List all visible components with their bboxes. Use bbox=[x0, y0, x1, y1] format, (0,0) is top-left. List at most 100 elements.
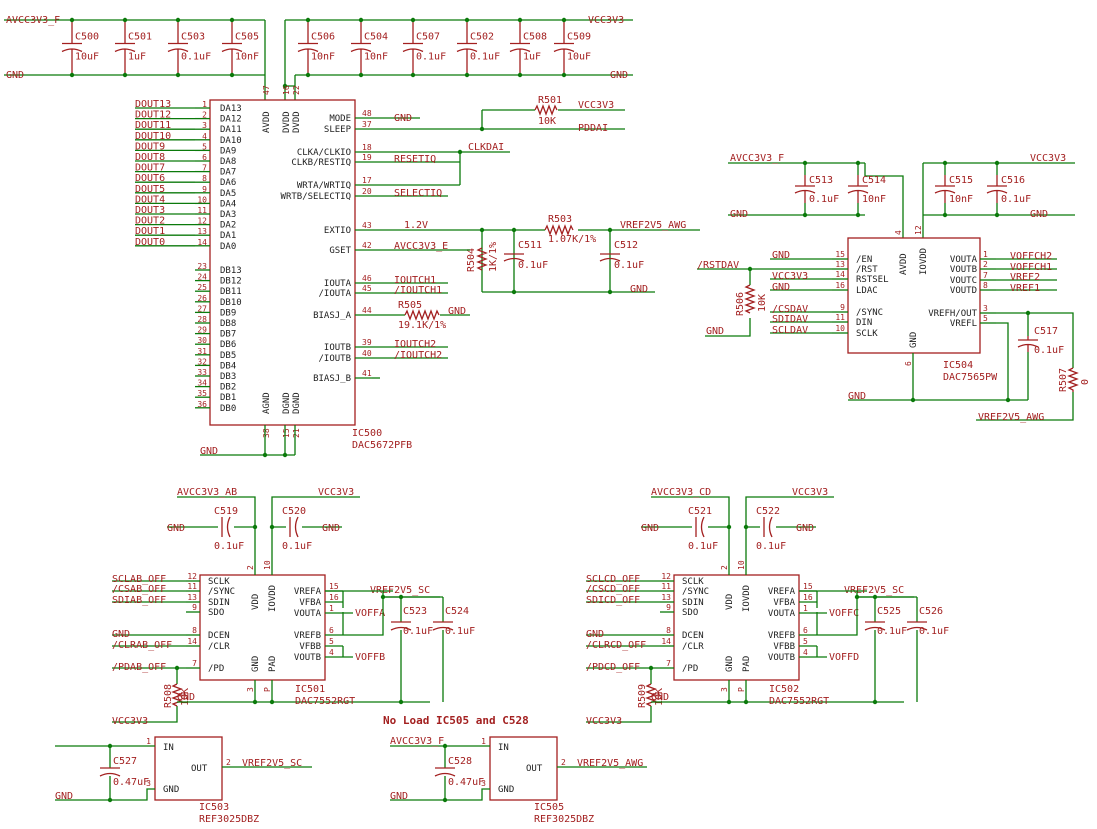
net-label-cscdoff: /CSCD_OFF bbox=[586, 584, 640, 595]
cap-c507-ref: C507 bbox=[416, 32, 440, 43]
resistor-symbol bbox=[171, 683, 183, 707]
ic504-pin-vrefhout: VREFH/OUT bbox=[928, 309, 977, 319]
ic501-body bbox=[199, 574, 326, 681]
junction-dot bbox=[726, 524, 732, 530]
ic501-pin-clr: /CLR bbox=[208, 642, 230, 652]
ic502-pin-vfba: VFBA bbox=[773, 598, 795, 608]
ic504-pin-num: 4 bbox=[894, 230, 903, 235]
c527-symbol bbox=[99, 767, 121, 777]
ic501-part: DAC7552RGT bbox=[295, 696, 355, 707]
ic501-pin-num: 12 bbox=[187, 572, 197, 581]
c524-value: 0.1uF bbox=[445, 626, 475, 637]
junction-dot bbox=[517, 17, 523, 23]
net-label-avcc: AVCC3V3_AB bbox=[177, 487, 237, 498]
cap-c506-symbol bbox=[297, 20, 319, 75]
net-label-vcc3v3: VCC3V3 bbox=[112, 716, 148, 727]
ic500-pin-db10: DB10 bbox=[220, 298, 242, 308]
ic500-pin-num: 47 bbox=[262, 85, 271, 95]
ic500-pin-da4: DA4 bbox=[220, 199, 236, 209]
cap-c503-symbol bbox=[167, 20, 189, 75]
junction-dot bbox=[122, 17, 128, 23]
c514: C514 10nF bbox=[847, 175, 886, 205]
junction-dot bbox=[358, 72, 364, 78]
pin-num: 2 bbox=[246, 565, 255, 570]
ic501-pin-sdin: SDIN bbox=[208, 598, 230, 608]
ic502-pin-num: 14 bbox=[661, 637, 671, 646]
wire bbox=[874, 597, 918, 702]
ic502-pin-num: 4 bbox=[803, 648, 808, 657]
selectiq-label: SELECTIQ bbox=[394, 188, 442, 199]
ic500-pin-db0: DB0 bbox=[220, 404, 236, 414]
c528-value: 0.47uF bbox=[448, 777, 484, 788]
ic500-pin-num: 2 bbox=[202, 111, 207, 120]
ic500-pin-db12: DB12 bbox=[220, 277, 242, 287]
ic500-pin-da5: DA5 bbox=[220, 189, 236, 199]
svg-text:0.1uF: 0.1uF bbox=[1001, 194, 1031, 205]
pin-vdd: VDD bbox=[251, 594, 261, 610]
ic500-pin-clkb-restiq: CLKB/RESTIQ bbox=[291, 158, 351, 168]
ic500-pin-num: 6 bbox=[202, 153, 207, 162]
net-label-vcc3v3: VCC3V3 bbox=[318, 487, 354, 498]
ic500-pin-num: 26 bbox=[197, 294, 207, 303]
ic503-body bbox=[154, 736, 223, 801]
ic500-pin-da9: DA9 bbox=[220, 146, 236, 156]
junction-dot bbox=[69, 17, 75, 23]
ic504-pin-rst: /RST bbox=[856, 265, 878, 275]
c519-value: 0.1uF bbox=[214, 541, 244, 552]
ic500-pin-wrta-wrtiq: WRTA/WRTIQ bbox=[297, 181, 351, 191]
ic500-pin-num: 48 bbox=[362, 109, 372, 118]
ic500-pin-num: 44 bbox=[362, 306, 372, 315]
ic502-part: DAC7552RGT bbox=[769, 696, 829, 707]
ic500-pin-db3: DB3 bbox=[220, 372, 236, 382]
c517: C517 0.1uF bbox=[1017, 326, 1064, 356]
ic502-pin-vouta: VOUTA bbox=[768, 609, 796, 619]
svg-text:GND: GND bbox=[706, 326, 724, 337]
pddai-label: PDDAI bbox=[578, 123, 608, 134]
ic503-part: REF3025DBZ bbox=[199, 814, 259, 825]
c523-symbol bbox=[390, 621, 412, 631]
ic500-pin-db1: DB1 bbox=[220, 393, 236, 403]
c521-value: 0.1uF bbox=[688, 541, 718, 552]
wire bbox=[342, 646, 353, 658]
ic501-ref: IC501 bbox=[295, 684, 325, 695]
ic502-pin-num: 7 bbox=[666, 659, 671, 668]
ic500-pin-biasj-b: BIASJ_B bbox=[313, 374, 351, 384]
net-label-vref-out: VREF2V5_SC bbox=[242, 758, 302, 769]
ic503-area: INOUTGND123C5270.47uFGNDVREF2V5_SCIC503R… bbox=[55, 736, 312, 825]
svg-text:VREF1: VREF1 bbox=[1010, 283, 1040, 294]
pin-num: 2 bbox=[720, 565, 729, 570]
cap-c502-value: 0.1uF bbox=[470, 52, 500, 63]
svg-text:GND: GND bbox=[772, 250, 790, 261]
net-label-sclaboff: SCLAB_OFF bbox=[112, 574, 166, 585]
net-label-vref: VREF2V5_SC bbox=[844, 585, 904, 596]
ic500-pin-gset: GSET bbox=[329, 246, 351, 256]
net-label-vcc3v3: VCC3V3 bbox=[792, 487, 828, 498]
svg-text:VREF2V5_AWG: VREF2V5_AWG bbox=[978, 412, 1044, 423]
wire bbox=[390, 745, 490, 801]
ref: R508 bbox=[163, 684, 174, 708]
ic500-pin-num: 42 bbox=[362, 241, 372, 250]
net-label-clr: /CLRAB_OFF bbox=[112, 640, 172, 651]
ic500-pin-da7: DA7 bbox=[220, 168, 236, 178]
svg-text:C514: C514 bbox=[862, 175, 886, 186]
net-label-sdiaboff: SDIAB_OFF bbox=[112, 595, 166, 606]
cap-c504-value: 10nF bbox=[364, 52, 388, 63]
ic501-pin-num: 5 bbox=[329, 637, 334, 646]
r501: R501 10K bbox=[534, 95, 562, 127]
svg-text:10nF: 10nF bbox=[949, 194, 973, 205]
pin-in: IN bbox=[498, 743, 509, 753]
ic500-pin-num: 23 bbox=[197, 262, 207, 271]
ic501-pin-num: 13 bbox=[187, 593, 197, 602]
ic500-pin-biasj-a: BIASJ_A bbox=[313, 311, 352, 321]
net-label-dout5: DOUT5 bbox=[135, 184, 165, 195]
clkdai-label: CLKDAI bbox=[468, 142, 504, 153]
svg-text:0.1uF: 0.1uF bbox=[614, 260, 644, 271]
caps-top-right: C50610nFC50410nFC5070.1uFC5020.1uFC5081u… bbox=[297, 17, 591, 78]
pin-num: 3 bbox=[146, 779, 151, 788]
svg-text:/CSDAV: /CSDAV bbox=[772, 304, 808, 315]
svg-text:SDIDAV: SDIDAV bbox=[772, 314, 808, 325]
svg-text:VOFFCH2: VOFFCH2 bbox=[1010, 251, 1052, 262]
